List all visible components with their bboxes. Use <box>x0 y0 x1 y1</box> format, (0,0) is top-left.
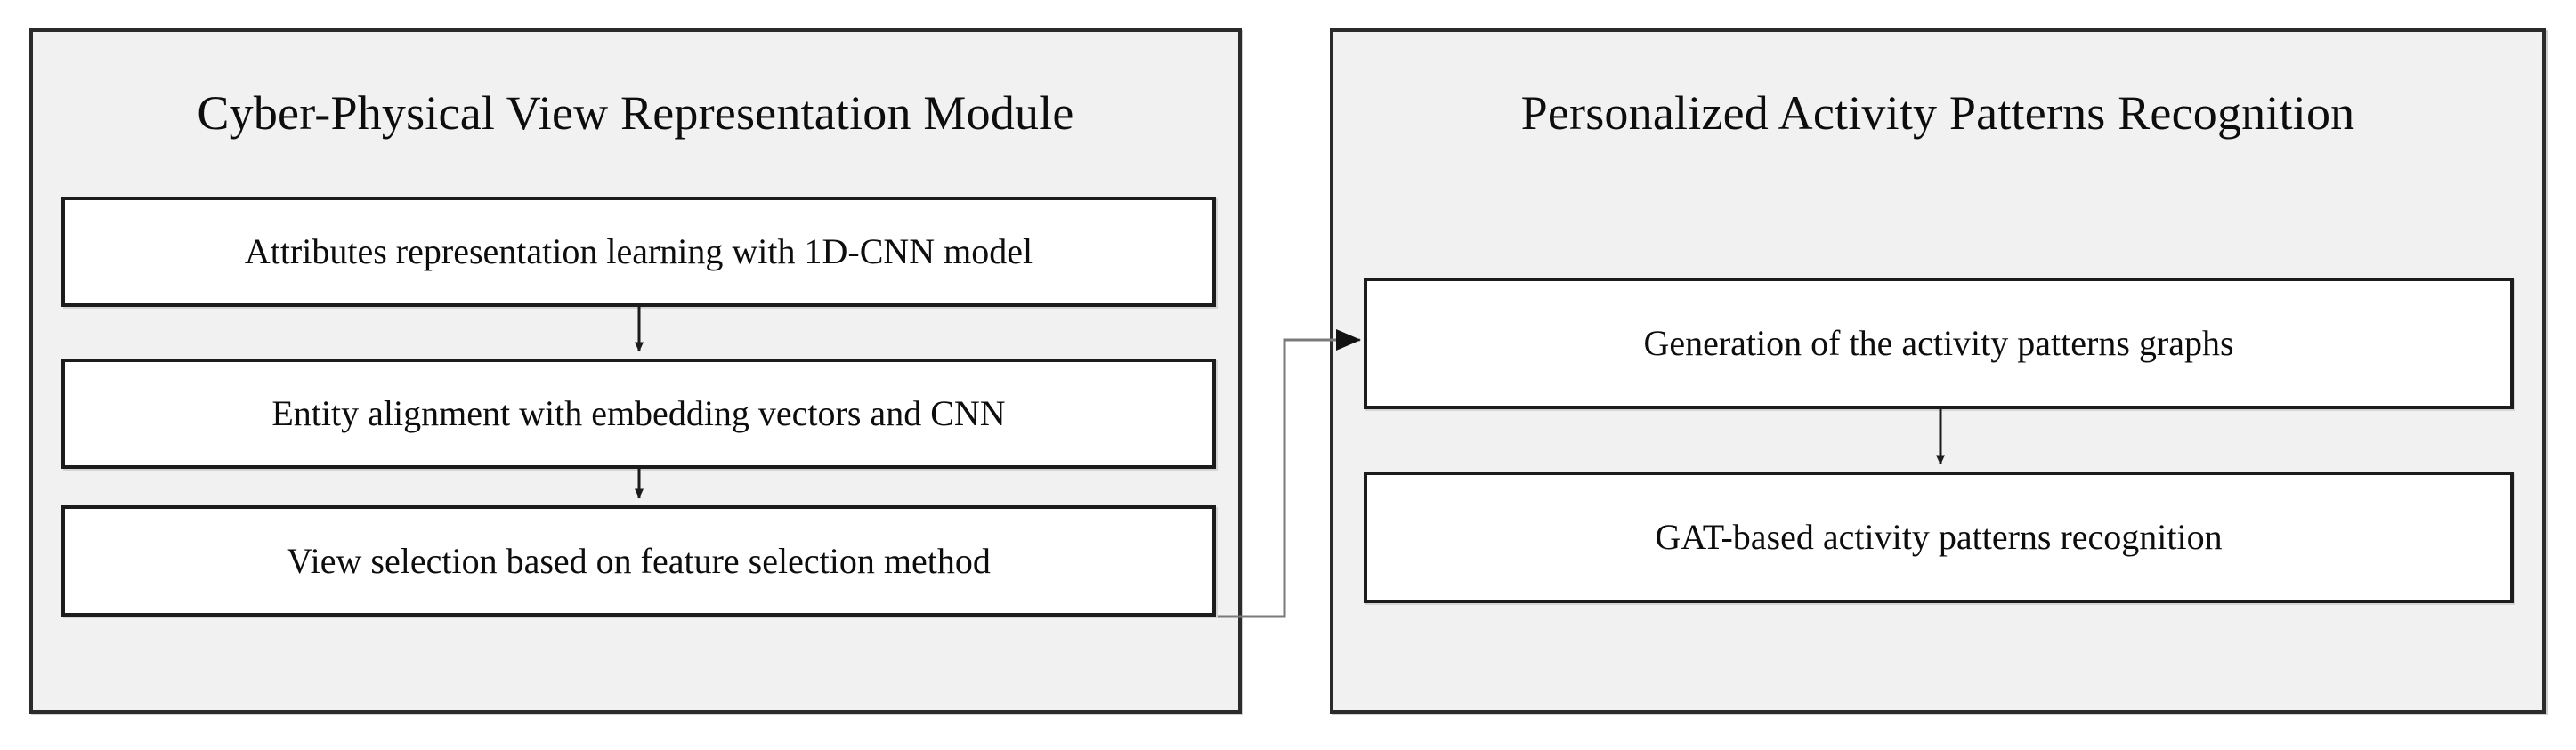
step-label-view-selection: View selection based on feature selectio… <box>287 540 991 581</box>
step-box-attributes-representation-learning[interactable]: Attributes representation learning with … <box>61 197 1216 307</box>
step-label-generation-of-activity-patterns-graphs: Generation of the activity patterns grap… <box>1643 323 2234 363</box>
step-box-generation-of-activity-patterns-graphs[interactable]: Generation of the activity patterns grap… <box>1364 278 2514 409</box>
step-box-entity-alignment[interactable]: Entity alignment with embedding vectors … <box>61 359 1216 469</box>
panel-title-right: Personalized Activity Patterns Recogniti… <box>1520 86 2355 140</box>
step-label-gat-based-activity-patterns-recognition: GAT-based activity patterns recognition <box>1655 517 2223 557</box>
step-box-view-selection[interactable]: View selection based on feature selectio… <box>61 505 1216 617</box>
step-label-attributes-representation-learning: Attributes representation learning with … <box>244 231 1033 271</box>
step-box-gat-based-activity-patterns-recognition[interactable]: GAT-based activity patterns recognition <box>1364 472 2514 603</box>
panel-title-left: Cyber-Physical View Representation Modul… <box>197 86 1074 140</box>
module-panel-cyber-physical-view-representation: Cyber-Physical View Representation Modul… <box>29 28 1242 714</box>
step-label-entity-alignment: Entity alignment with embedding vectors … <box>271 393 1006 433</box>
module-panel-personalized-activity-patterns-recognition: Personalized Activity Patterns Recogniti… <box>1330 28 2546 714</box>
